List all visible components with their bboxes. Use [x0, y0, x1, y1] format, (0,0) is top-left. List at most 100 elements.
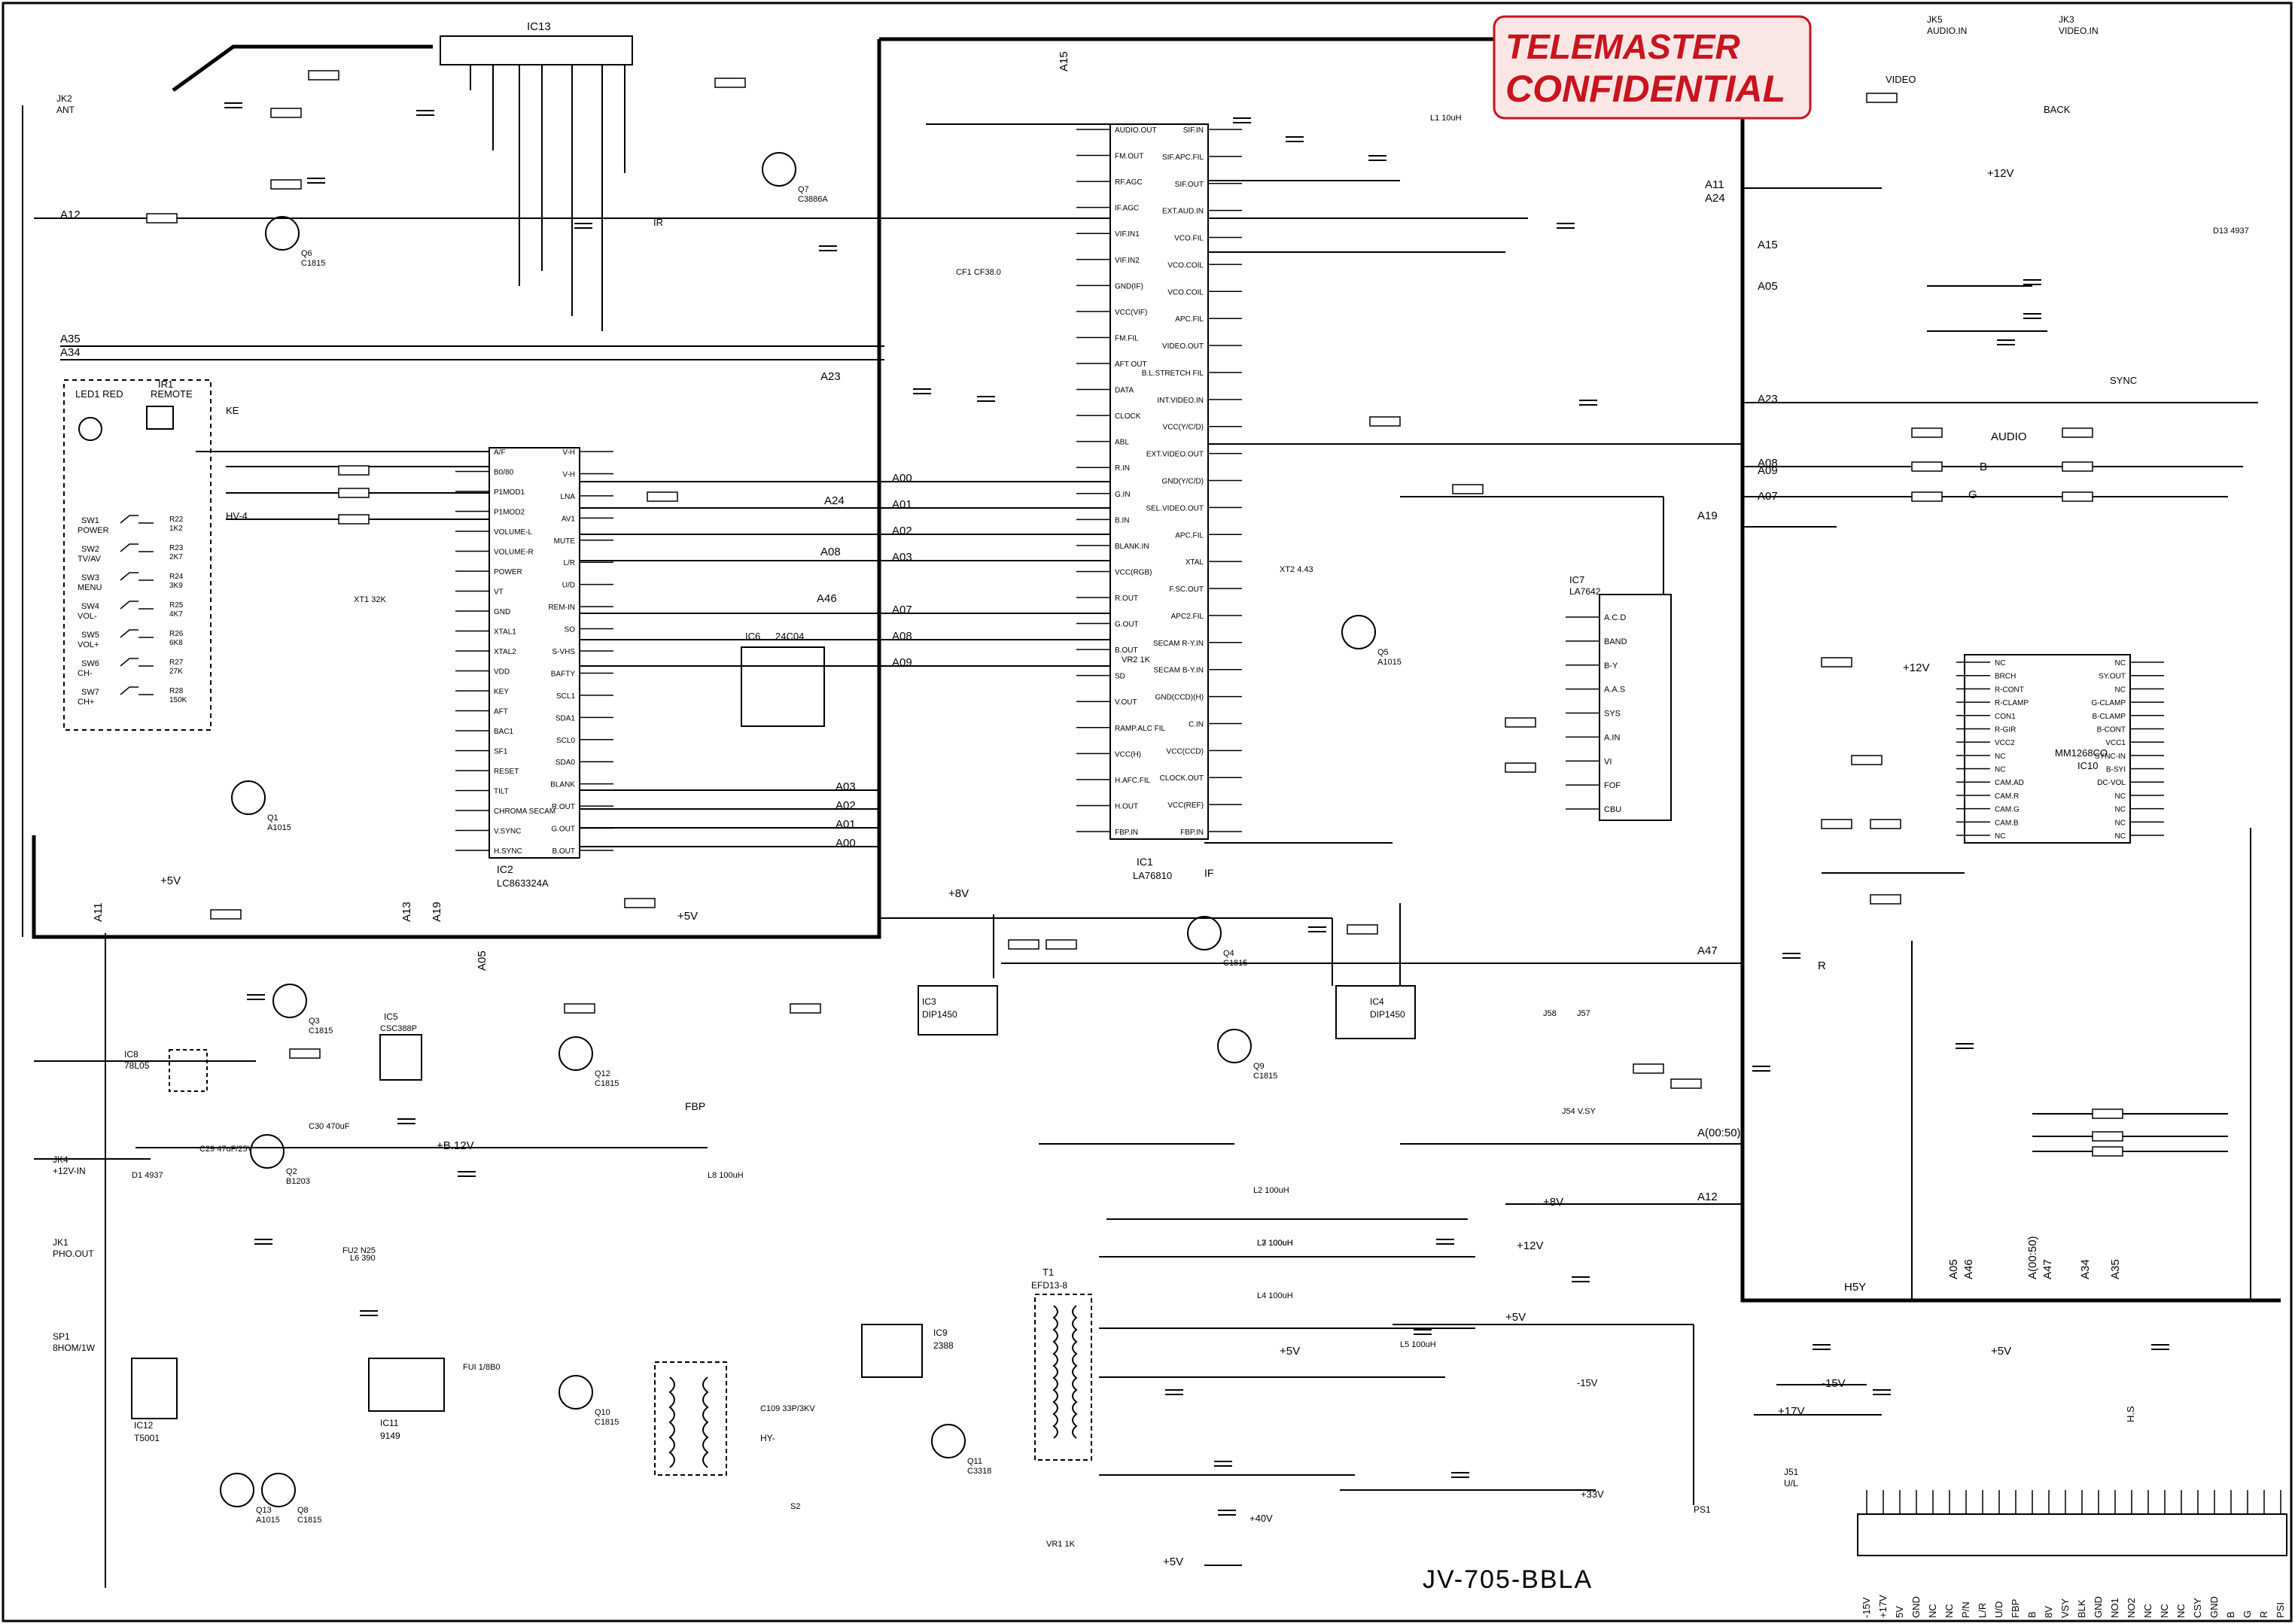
pin-label: R-CLAMP — [1995, 699, 2029, 707]
net-back: SYNC — [2110, 375, 2137, 386]
resistor-icon — [1851, 755, 1883, 765]
pin-label: CHROMA SECAM — [494, 807, 555, 816]
connector-ref: J51 — [1784, 1467, 1799, 1477]
resistor-icon — [714, 78, 746, 88]
net-a05: A05 — [476, 950, 489, 971]
connector-label: VIDEO.IN — [2059, 26, 2099, 36]
net-a09: A09 — [892, 656, 912, 669]
transistor-icon — [1341, 615, 1376, 649]
pin-label: GND — [494, 608, 510, 616]
switch-function: POWER — [78, 526, 109, 535]
connector-pin-label: BLK — [2076, 1599, 2087, 1618]
connector-label: AUDIO.IN — [1927, 26, 1967, 36]
ic3-delay: IC3 DIP1450 — [918, 985, 998, 1036]
switch-ref: SW1 — [81, 516, 99, 525]
transistor-icon — [250, 1134, 285, 1169]
resistor-icon — [1369, 416, 1401, 427]
net-r: G — [1968, 488, 1977, 501]
pin-label: B-SYI — [2106, 766, 2126, 774]
pin-label: NC — [2115, 806, 2126, 814]
pin-label: VT — [494, 588, 504, 597]
pin-label: RF.AGC — [1115, 178, 1143, 187]
pin-label: U/D — [562, 582, 575, 590]
connector-pin-label: -15V — [1861, 1597, 1872, 1618]
ic5-ref: IC5 — [384, 1011, 398, 1022]
pin-label: G.OUT — [1115, 621, 1139, 629]
pin-label: VOLUME-L — [494, 528, 533, 537]
rail-b12v: +B.12V — [437, 1139, 474, 1152]
resistor-icon — [1911, 461, 1943, 472]
keypad-resistor-ref: R22 — [169, 515, 184, 524]
net-a46-b: A47 — [2041, 1259, 2054, 1279]
pin-label: V-H — [562, 470, 575, 479]
net-a03: A03 — [892, 551, 912, 564]
ic8-part: 78L05 — [124, 1060, 150, 1071]
pin-label: H.AFC.FIL — [1115, 777, 1151, 785]
pin-label: RAMP.ALC FIL — [1115, 725, 1165, 733]
pin-label: CAM.G — [1995, 806, 2020, 814]
connector-pin-label: B — [2026, 1611, 2038, 1618]
net-a00: A00 — [892, 472, 912, 485]
transistor-icon — [220, 1473, 254, 1507]
antenna-trace — [172, 44, 433, 93]
transistor-ref: Q6 — [301, 249, 312, 258]
stamp-line2: CONFIDENTIAL — [1505, 68, 1785, 110]
switch-ref: SW3 — [81, 573, 99, 582]
net-a05-b: A05 — [1947, 1259, 1960, 1279]
net-g: B — [1980, 461, 1987, 473]
pin-label: CAM.R — [1995, 792, 2019, 801]
transistor-icon — [931, 1424, 966, 1458]
pin-label: H.OUT — [1115, 802, 1138, 810]
keypad-resistor-value: 27K — [169, 668, 183, 676]
pin-label: IF.AGC — [1115, 205, 1139, 213]
component-label: FU2 N25 — [342, 1246, 376, 1255]
resistor-icon — [338, 514, 370, 525]
resistor-icon — [1821, 819, 1852, 829]
resistor-icon — [1347, 924, 1378, 935]
switch-ref: SW4 — [81, 602, 99, 611]
switch-function: CH+ — [78, 698, 94, 707]
connector-pin-label: NO1 — [2109, 1598, 2120, 1618]
switch-function: MENU — [78, 583, 102, 592]
ic10-part: MM1268CO — [2055, 747, 2108, 759]
connector-ref: JK4 — [53, 1154, 68, 1165]
ic7-part: LA7642 — [1569, 586, 1601, 597]
connector-ref: SP1 — [53, 1331, 70, 1342]
keypad-resistor-ref: R28 — [169, 687, 184, 695]
pin-label: DATA — [1115, 387, 1134, 395]
pin-label: NC — [1995, 766, 2005, 774]
pin-label: AUDIO.OUT — [1115, 126, 1157, 135]
resistor-icon — [210, 909, 242, 920]
led-icon — [78, 417, 102, 441]
net-a47-b: A(00:50) — [2026, 1236, 2039, 1279]
pin-label: EXT.VIDEO.OUT — [1146, 451, 1204, 459]
pin-label: SF1 — [494, 748, 508, 756]
resistor-icon — [2092, 1146, 2123, 1157]
resistor-icon — [2062, 461, 2093, 472]
rail-5v-e: +5V — [1163, 1556, 1183, 1568]
pin-label: VOLUME-R — [494, 549, 534, 557]
pin-label: AFT — [494, 708, 508, 716]
net-a11-l: A11 — [92, 902, 105, 922]
ic1-pin-labels-right: SIF.INSIF.APC.FILSIF.OUTEXT.AUD.INVCO.FI… — [1142, 126, 1242, 837]
keypad-resistor-value: 2K7 — [169, 553, 183, 561]
net-a19: A19 — [1697, 509, 1718, 522]
pin-label: SYNC-IN — [2095, 753, 2126, 761]
pin-label: VCC(CCD) — [1167, 747, 1204, 756]
pin-label: VCC1 — [2105, 739, 2126, 747]
transistor-ref: Q11 — [967, 1457, 982, 1466]
transformer-t1: T1 EFD13-8 — [1031, 1267, 1092, 1461]
net-fbp: IF — [1204, 867, 1213, 879]
ic4-part: DIP1450 — [1370, 1009, 1405, 1020]
transistor-ref: Q1 — [267, 814, 279, 823]
resistor-icon — [1452, 484, 1484, 494]
transistor-icon — [1187, 916, 1222, 950]
switch-icon — [120, 601, 154, 610]
pin-label: R-CONT — [1995, 686, 2024, 694]
keypad-title: REMOTE — [151, 388, 193, 400]
keypad-resistor-value: 6K8 — [169, 639, 183, 647]
switch-icon — [120, 572, 154, 581]
transformer-t3 — [654, 1361, 727, 1476]
transistor-part: C3886A — [798, 195, 828, 204]
transistor-part: A1015 — [1377, 658, 1402, 667]
